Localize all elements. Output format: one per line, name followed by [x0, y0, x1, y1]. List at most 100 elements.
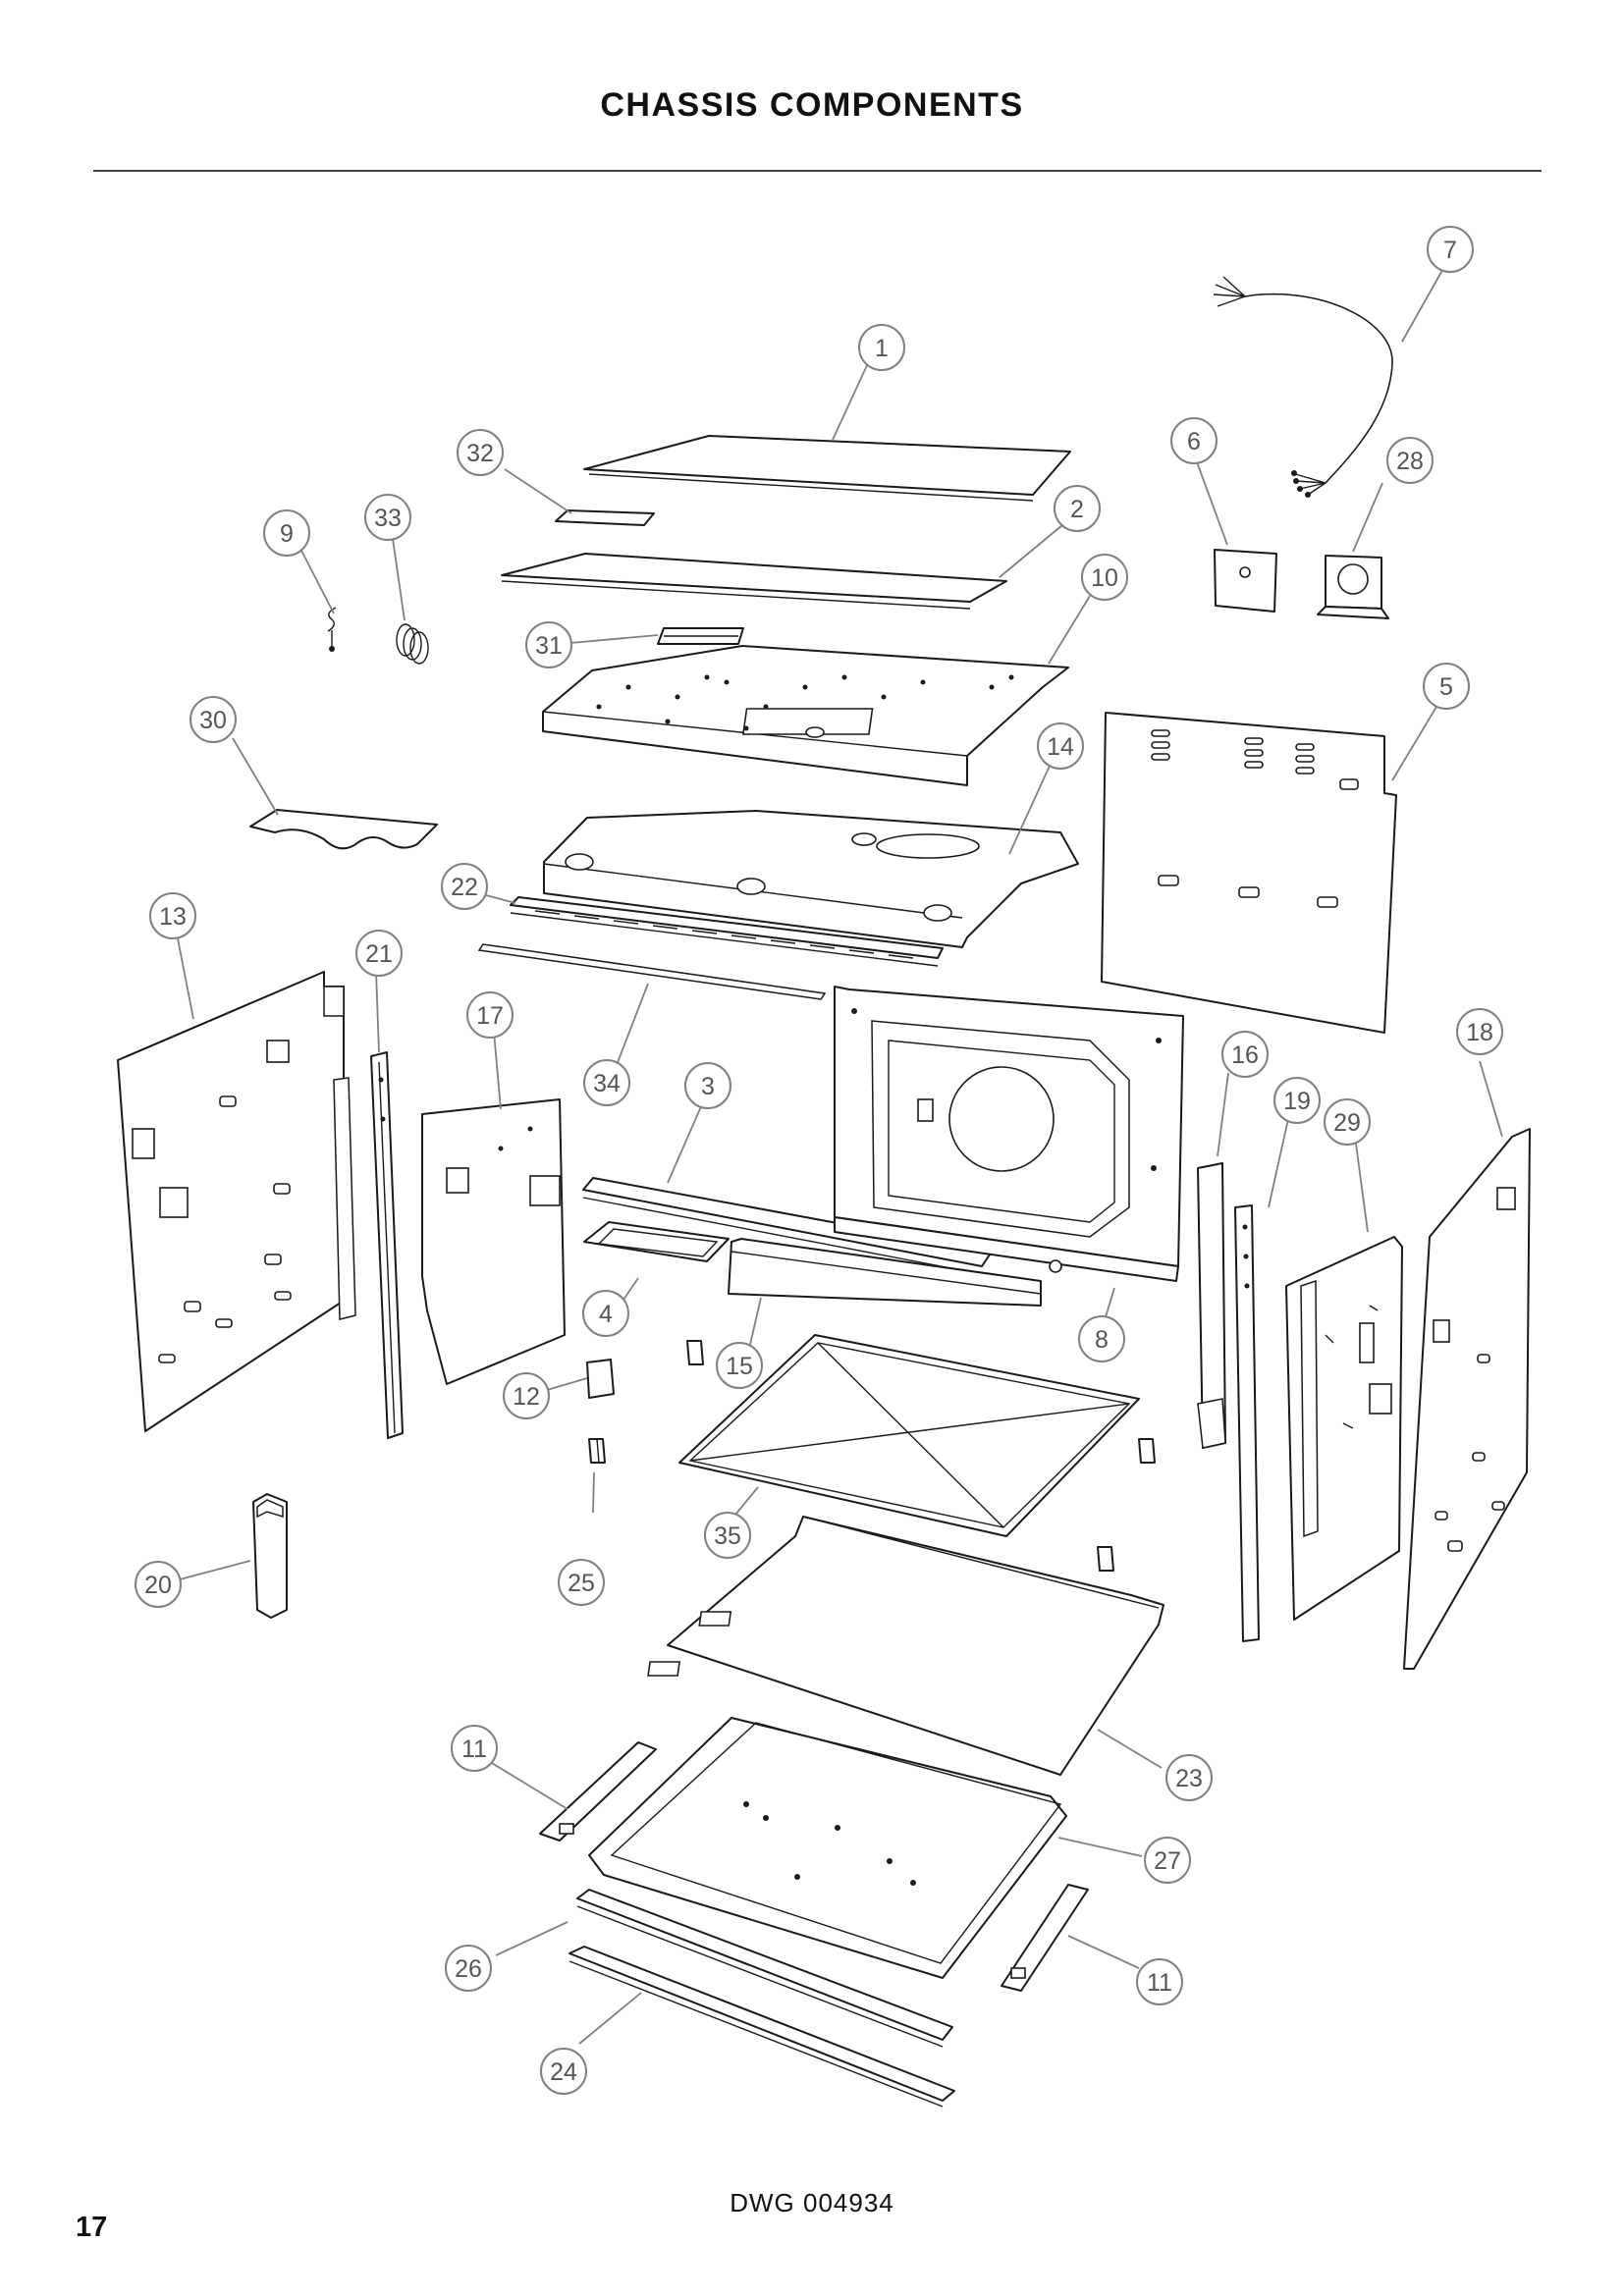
svg-text:1: 1	[875, 335, 889, 362]
callout-32: 32	[457, 429, 504, 476]
callout-27: 27	[1144, 1837, 1191, 1884]
part-11-runner-right	[1001, 1884, 1089, 1992]
part-33-coil	[396, 623, 429, 665]
callout-16: 16	[1221, 1031, 1269, 1078]
callout-9: 9	[263, 509, 310, 557]
callout-26: 26	[445, 1945, 492, 1992]
callout-6: 6	[1170, 417, 1218, 464]
svg-text:32: 32	[466, 440, 494, 467]
callout-22: 22	[441, 863, 488, 910]
part-11-runner-left	[539, 1741, 657, 1842]
callout-29: 29	[1324, 1098, 1371, 1146]
part-31-bracket	[657, 627, 744, 645]
callout-2: 2	[1054, 485, 1101, 532]
part-8-fan-housing	[834, 986, 1184, 1282]
svg-text:27: 27	[1154, 1847, 1181, 1875]
part-4-box	[583, 1221, 730, 1262]
svg-text:29: 29	[1333, 1109, 1361, 1137]
svg-text:31: 31	[535, 632, 563, 660]
svg-text:7: 7	[1443, 237, 1457, 264]
callout-24: 24	[540, 2048, 587, 2095]
part-14-burner-tray	[543, 810, 1079, 948]
part-30-cover-plate	[249, 809, 438, 850]
callout-11-left: 11	[451, 1725, 498, 1772]
callout-17: 17	[466, 991, 514, 1039]
part-9-clip	[327, 607, 337, 652]
page-title: CHASSIS COMPONENTS	[600, 86, 1024, 124]
svg-text:5: 5	[1439, 673, 1453, 701]
svg-text:9: 9	[280, 520, 294, 548]
part-10-chassis-tray	[542, 645, 1069, 786]
callout-14: 14	[1037, 722, 1084, 770]
part-15-deflector	[728, 1238, 1042, 1307]
callout-3: 3	[684, 1062, 731, 1109]
drawing-number: DWG 004934	[730, 2188, 894, 2217]
callout-19: 19	[1273, 1077, 1321, 1124]
svg-text:3: 3	[701, 1073, 715, 1100]
callout-4: 4	[582, 1290, 629, 1337]
svg-text:8: 8	[1095, 1326, 1109, 1354]
svg-text:35: 35	[714, 1522, 741, 1550]
part-7-power-cable	[1213, 276, 1393, 498]
svg-text:25: 25	[568, 1570, 595, 1597]
svg-text:6: 6	[1187, 428, 1201, 455]
part-32-bracket	[555, 509, 655, 526]
part-20-leg	[252, 1493, 288, 1619]
svg-text:23: 23	[1175, 1765, 1203, 1792]
callout-34: 34	[583, 1059, 630, 1106]
part-16-upright	[1197, 1162, 1226, 1449]
svg-text:30: 30	[199, 707, 227, 734]
svg-text:16: 16	[1231, 1041, 1259, 1069]
callout-30: 30	[189, 696, 237, 743]
spacer-block-a	[686, 1340, 704, 1365]
svg-text:12: 12	[513, 1383, 540, 1411]
part-23-base-panel	[647, 1516, 1164, 1776]
callout-13: 13	[149, 892, 196, 939]
part-28-round-bracket	[1317, 555, 1389, 619]
svg-text:24: 24	[550, 2058, 577, 2086]
callout-11-right: 11	[1136, 1958, 1183, 2005]
part-21-upright	[370, 1051, 404, 1439]
svg-text:19: 19	[1283, 1088, 1311, 1115]
svg-text:33: 33	[374, 505, 402, 532]
svg-text:13: 13	[159, 903, 187, 931]
callout-18: 18	[1456, 1008, 1503, 1055]
part-35-floor-frame	[678, 1334, 1140, 1537]
svg-text:26: 26	[455, 1955, 482, 1983]
part-5-rear-panel	[1101, 712, 1397, 1034]
svg-text:17: 17	[476, 1002, 504, 1030]
callout-33: 33	[364, 494, 411, 541]
callout-8: 8	[1078, 1315, 1125, 1362]
svg-text:15: 15	[726, 1353, 753, 1380]
part-17-inner-panel	[421, 1098, 566, 1385]
svg-text:4: 4	[599, 1301, 613, 1328]
part-12-plate	[586, 1359, 615, 1399]
part-22-slotted-bar	[510, 896, 944, 967]
callout-1: 1	[858, 324, 905, 371]
svg-text:11: 11	[461, 1735, 487, 1763]
title-rule	[93, 170, 1542, 172]
svg-text:14: 14	[1047, 733, 1074, 761]
part-26-rail	[576, 1889, 953, 2048]
part-24-rail	[568, 1946, 955, 2108]
svg-text:34: 34	[593, 1070, 621, 1097]
svg-text:2: 2	[1070, 496, 1084, 523]
callout-28: 28	[1386, 437, 1434, 484]
svg-text:10: 10	[1091, 564, 1118, 592]
part-6-bracket	[1214, 549, 1277, 613]
callout-15: 15	[716, 1342, 763, 1389]
svg-text:21: 21	[365, 940, 393, 968]
part-19-upright	[1234, 1204, 1260, 1642]
part-2-tray	[501, 553, 1007, 610]
svg-text:11: 11	[1147, 1969, 1172, 1997]
part-13-left-side-panel	[117, 971, 345, 1432]
part-34-rod	[477, 943, 827, 1000]
part-27-bottom-tray	[588, 1717, 1067, 1979]
callout-31: 31	[525, 621, 572, 668]
spacer-block-c	[1097, 1546, 1114, 1572]
callout-12: 12	[503, 1372, 550, 1419]
svg-text:22: 22	[451, 874, 478, 901]
callout-5: 5	[1423, 663, 1470, 710]
svg-text:28: 28	[1396, 448, 1424, 475]
